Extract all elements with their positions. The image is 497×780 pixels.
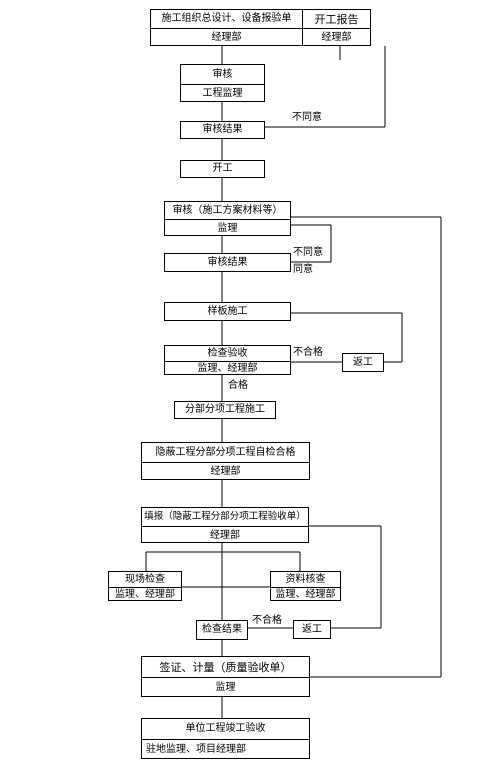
unqualified-label-2: 不合格 xyxy=(252,615,282,626)
plan-review-title: 审核（施工方案材料等） xyxy=(172,204,283,216)
sample-construction-box: 样板施工 xyxy=(164,302,291,321)
plan-review-box: 审核（施工方案材料等） 监理 xyxy=(164,201,291,236)
final-acceptance-title: 单位工程竣工验收 xyxy=(185,723,266,734)
site-check-box: 现场检查 监理、经理部 xyxy=(108,571,182,601)
design-plan-owner: 经理部 xyxy=(151,28,302,47)
inspection-owner: 监理、经理部 xyxy=(165,361,290,376)
site-check-title: 现场检查 xyxy=(125,573,165,585)
final-acceptance-owner: 驻地监理、项目经理部 xyxy=(142,739,309,760)
design-plan-box: 施工组织总设计、设备报验单 经理部 xyxy=(150,9,303,46)
review-owner: 工程监理 xyxy=(181,84,264,103)
agree-label: 同意 xyxy=(293,264,313,275)
review-box: 审核 工程监理 xyxy=(180,64,265,102)
check-result-box: 检查结果 xyxy=(196,620,248,640)
qualified-label: 合格 xyxy=(228,380,248,391)
start-report-title: 开工报告 xyxy=(314,12,359,26)
plan-review-owner: 监理 xyxy=(165,219,290,237)
review-title: 审核 xyxy=(212,68,233,80)
self-check-box: 隐蔽工程分部分项工程自检合格 经理部 xyxy=(141,442,310,480)
sub-construction-label: 分部分项工程施工 xyxy=(185,404,265,415)
rework-label-2: 返工 xyxy=(302,623,322,635)
start-work-label: 开工 xyxy=(212,163,233,174)
site-check-owner: 监理、经理部 xyxy=(109,587,181,602)
sign-measure-owner: 监理 xyxy=(142,677,309,698)
inspection-box: 检查验收 监理、经理部 xyxy=(164,345,291,375)
document-check-owner: 监理、经理部 xyxy=(271,587,340,602)
review-result-box: 审核结果 xyxy=(180,121,265,139)
self-check-owner: 经理部 xyxy=(142,462,309,481)
sign-measure-box: 签证、计量（质量验收单） 监理 xyxy=(141,656,310,697)
review-result-label: 审核结果 xyxy=(202,124,243,135)
sub-construction-box: 分部分项工程施工 xyxy=(174,401,276,419)
start-work-box: 开工 xyxy=(180,160,265,178)
rework-label-1: 返工 xyxy=(353,356,373,368)
sign-measure-title: 签证、计量（质量验收单） xyxy=(159,660,292,674)
plan-review-result-box: 审核结果 xyxy=(164,253,291,272)
final-acceptance-box: 单位工程竣工验收 驻地监理、项目经理部 xyxy=(141,718,310,759)
start-report-box: 开工报告 经理部 xyxy=(302,9,371,46)
disagree-label-1: 不同意 xyxy=(292,112,322,123)
self-check-title: 隐蔽工程分部分项工程自检合格 xyxy=(155,446,296,458)
plan-review-result-label: 审核结果 xyxy=(207,256,248,268)
report-form-box: 填报（隐蔽工程分部分项工程验收单） 经理部 xyxy=(141,507,309,543)
inspection-title: 检查验收 xyxy=(207,347,248,359)
rework-box-1: 返工 xyxy=(342,353,384,372)
report-form-title: 填报（隐蔽工程分部分项工程验收单） xyxy=(144,511,306,523)
check-result-label: 检查结果 xyxy=(202,624,242,635)
sample-construction-label: 样板施工 xyxy=(207,305,248,317)
design-plan-title: 施工组织总设计、设备报验单 xyxy=(161,13,292,24)
unqualified-label-1: 不合格 xyxy=(293,347,323,358)
start-report-owner: 经理部 xyxy=(303,28,370,47)
document-check-box: 资料核查 监理、经理部 xyxy=(270,571,341,601)
document-check-title: 资料核查 xyxy=(285,573,326,585)
report-form-owner: 经理部 xyxy=(142,526,308,544)
rework-box-2: 返工 xyxy=(293,620,331,639)
disagree-label-2: 不同意 xyxy=(293,247,323,258)
